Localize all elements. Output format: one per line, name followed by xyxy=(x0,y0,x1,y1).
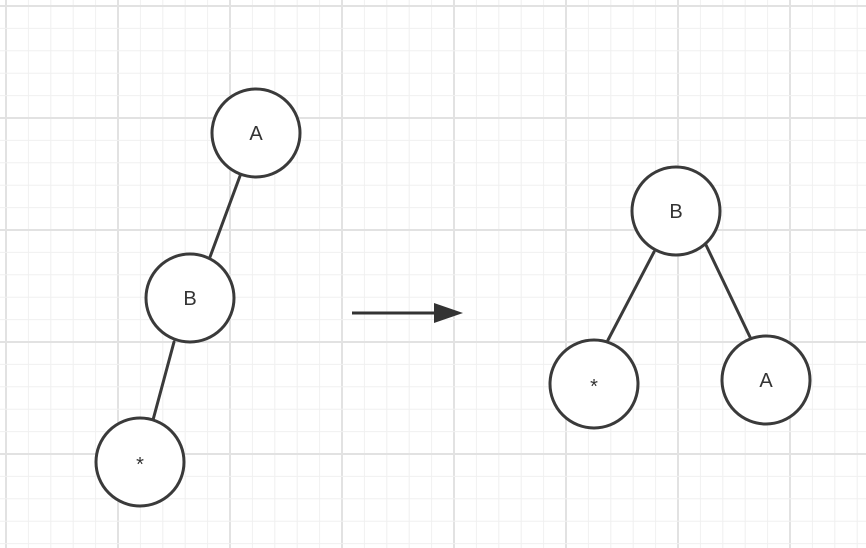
left-node-a-label: A xyxy=(249,123,263,145)
left-node-star: * xyxy=(94,416,186,508)
right-edge-b-a xyxy=(704,243,752,339)
right-node-b: B xyxy=(630,165,722,257)
left-edge-a-b xyxy=(208,174,242,259)
arrow-head-icon xyxy=(434,303,463,323)
right-node-star: * xyxy=(548,338,640,430)
left-node-a-circle xyxy=(210,87,302,179)
left-node-star-label: * xyxy=(136,454,144,476)
left-node-a: A xyxy=(210,87,302,179)
left-node-b: B xyxy=(144,252,236,344)
left-node-b-label: B xyxy=(183,288,196,310)
right-node-a-label: A xyxy=(759,370,773,392)
right-node-a-circle xyxy=(720,334,812,426)
right-node-star-circle xyxy=(548,338,640,430)
right-node-b-label: B xyxy=(669,201,682,223)
left-edge-b-star xyxy=(151,340,176,422)
right-node-a: A xyxy=(720,334,812,426)
left-node-star-circle xyxy=(94,416,186,508)
transform-arrow xyxy=(352,303,463,323)
left-node-b-circle xyxy=(144,252,236,344)
right-node-b-circle xyxy=(630,165,722,257)
right-edge-b-star xyxy=(606,250,656,342)
right-node-star-label: * xyxy=(590,376,598,398)
